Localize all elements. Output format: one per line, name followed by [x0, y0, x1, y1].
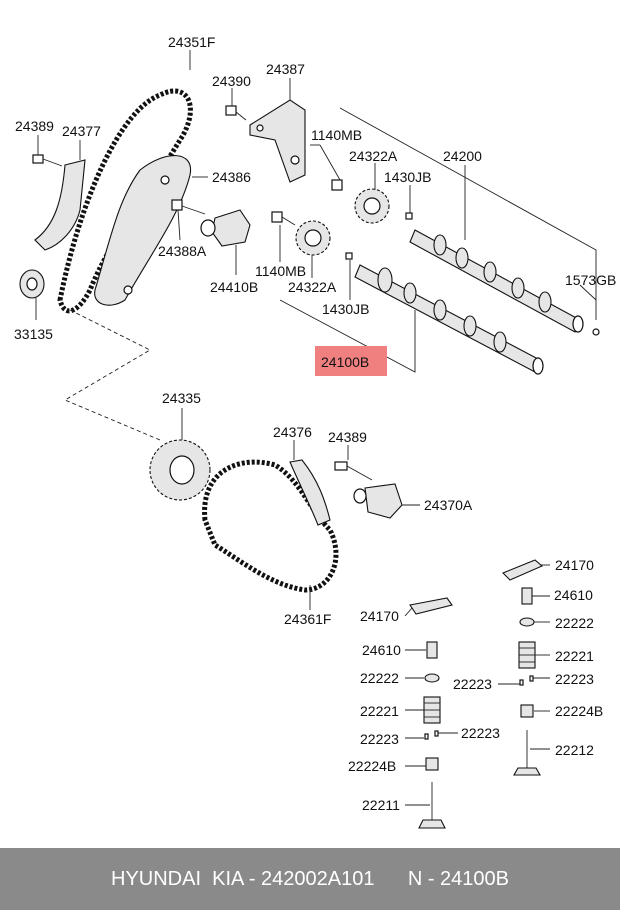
- exploded-parts-diagram: 24351F 24390 24387 24389 24377 1140MB 24…: [14, 34, 616, 829]
- spring-22221-right: [518, 641, 536, 669]
- camshaft-24200: [409, 229, 584, 333]
- label-24389-lower: 24389: [328, 429, 367, 445]
- label-22222-right: 22222: [555, 615, 594, 631]
- label-24361F: 24361F: [284, 611, 331, 627]
- bracket-24387: [249, 99, 306, 183]
- pin-1430JB-upper: [405, 212, 413, 220]
- label-24410B: 24410B: [210, 279, 258, 295]
- label-1140MB-upper: 1140MB: [311, 127, 362, 143]
- label-1430JB-lower: 1430JB: [322, 301, 369, 317]
- label-24377: 24377: [62, 123, 101, 139]
- rocker-arm-24170-left: [409, 597, 453, 615]
- lower-timing-chain: [202, 459, 339, 593]
- label-22223-left: 22223: [360, 731, 399, 747]
- label-24610-right: 24610: [554, 587, 593, 603]
- label-22222-left: 22222: [360, 670, 399, 686]
- label-24322A-upper: 24322A: [349, 148, 398, 164]
- rocker-arm-24170-right: [502, 559, 544, 581]
- label-24335: 24335: [162, 390, 201, 406]
- bolt-1140MB-lower: [271, 211, 296, 226]
- label-24200: 24200: [443, 148, 482, 164]
- plug-1573GB: [592, 328, 600, 336]
- label-1430JB-upper: 1430JB: [384, 169, 431, 185]
- label-24390: 24390: [212, 73, 251, 89]
- label-22212: 22212: [555, 742, 594, 758]
- lash-adjuster-24610-right: [521, 587, 533, 605]
- part-labels: 24351F 24390 24387 24389 24377 1140MB 24…: [14, 34, 616, 813]
- seal-22224B-right: [520, 704, 534, 718]
- upper-timing-chain: [57, 88, 193, 314]
- tensioner-24410B: [200, 209, 251, 247]
- label-24388A: 24388A: [158, 243, 207, 259]
- footer-text: HYUNDAI KIA - 242002A101 N - 24100B: [111, 867, 509, 890]
- label-22223-center: 22223: [461, 725, 500, 741]
- cam-sprocket-24322A-upper: [354, 188, 390, 224]
- label-24322A-lower: 24322A: [288, 279, 337, 295]
- label-22224B-left: 22224B: [348, 758, 396, 774]
- spring-22221-left: [423, 696, 441, 724]
- section-connector: [63, 309, 161, 441]
- label-24351F: 24351F: [168, 34, 215, 50]
- label-33135: 33135: [14, 326, 53, 342]
- lash-adjuster-24610-left: [426, 641, 438, 659]
- valve-22211: [418, 782, 446, 829]
- guide-24376: [289, 459, 331, 526]
- label-24370A: 24370A: [424, 497, 473, 513]
- label-24376: 24376: [273, 424, 312, 440]
- label-22221-left: 22221: [360, 703, 399, 719]
- label-22211: 22211: [362, 797, 400, 813]
- bolt-24389-lower: [334, 461, 373, 481]
- washer-33135: [19, 269, 45, 299]
- label-24386: 24386: [212, 169, 251, 185]
- label-1140MB-lower: 1140MB: [255, 263, 306, 279]
- label-1573GB: 1573GB: [565, 272, 616, 288]
- label-24610-left: 24610: [362, 642, 401, 658]
- retainer-22222-right: [519, 617, 535, 627]
- retainer-22222-left: [424, 673, 440, 683]
- bolt-24389-upper: [32, 154, 63, 167]
- pin-1430JB-lower: [345, 252, 353, 260]
- crank-sprocket-24335: [149, 439, 211, 501]
- keeper-22223-left: [424, 730, 439, 740]
- tensioner-24370A: [353, 483, 403, 519]
- label-22221-right: 22221: [555, 648, 594, 664]
- cam-sprocket-24322A-lower: [295, 220, 331, 256]
- part-number-footer: HYUNDAI KIA - 242002A101 N - 24100B: [0, 848, 620, 910]
- label-22223-right: 22223: [555, 671, 594, 687]
- label-22224B-right: 22224B: [555, 703, 603, 719]
- camshaft-24100B: [354, 264, 544, 375]
- bolt-24388A: [171, 199, 206, 215]
- label-24170-left: 24170: [360, 608, 399, 624]
- label-24170-right: 24170: [555, 557, 594, 573]
- tensioner-arm-24377: [34, 159, 86, 251]
- label-24100B: 24100B: [321, 354, 369, 370]
- label-24387: 24387: [266, 61, 305, 77]
- camshaft-bracket-lines: [279, 107, 597, 373]
- label-22223-mid: 22223: [453, 676, 492, 692]
- chain-guide-24386: [94, 155, 192, 306]
- bolt-24390: [225, 105, 247, 121]
- leader-lines: [35, 50, 597, 806]
- highlight-box-24100B: [315, 346, 387, 376]
- bolt-1140MB-upper: [331, 179, 343, 191]
- seal-22224B-left: [425, 757, 439, 771]
- valve-22212: [513, 730, 541, 776]
- label-24389-upper: 24389: [15, 118, 54, 134]
- keeper-22223-right: [519, 675, 534, 686]
